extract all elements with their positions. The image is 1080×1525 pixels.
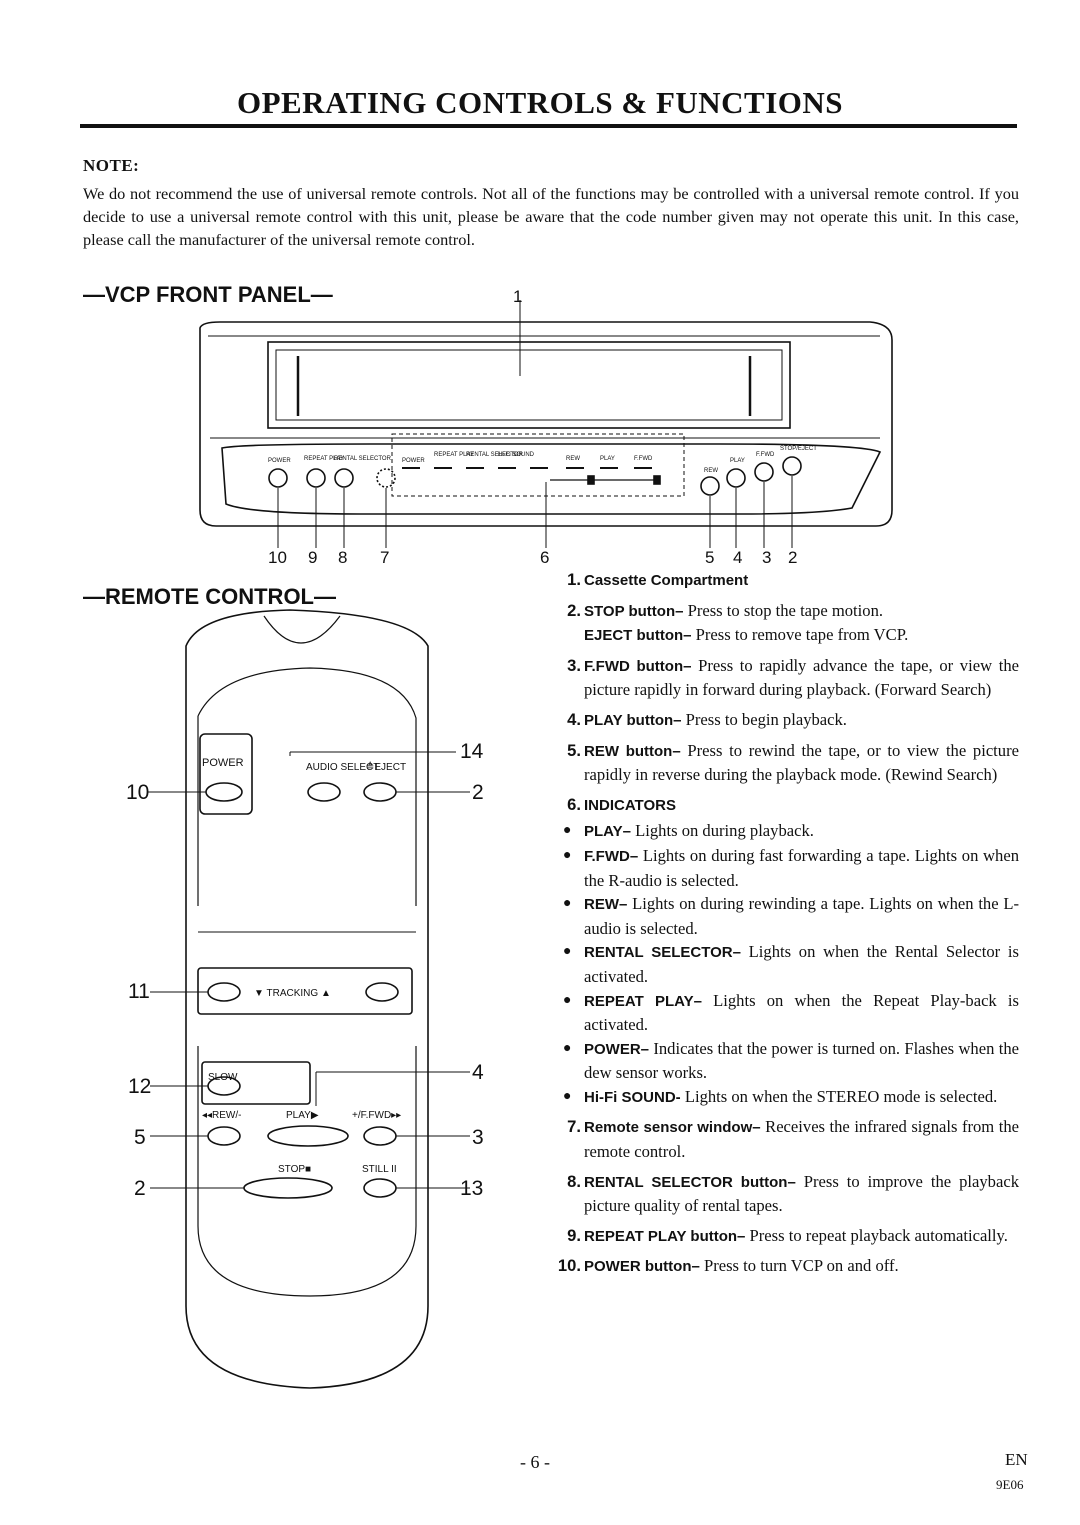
fp-callout-3: 3 (762, 548, 772, 567)
front-panel-heading: —VCP FRONT PANEL— (83, 282, 333, 307)
remote-label-audio-select: AUDIO SELECT (306, 762, 379, 773)
list-item: 2. STOP button– Press to stop the tape m… (567, 600, 884, 620)
front-panel-callout-1: 1 (513, 287, 523, 306)
page-number: - 6 - (520, 1452, 550, 1472)
title-rule (80, 124, 1017, 128)
indicator-item: ●POWER– Indicates that the power is turn… (563, 1038, 1019, 1083)
remote-heading: —REMOTE CONTROL— (83, 584, 336, 609)
remote-control-diagram: POWER AUDIO SELECT ≜EJECT ▼ TRACKING ▲ S… (148, 609, 470, 1389)
list-item: 4. PLAY button– Press to begin playback. (567, 709, 847, 729)
remote-label-eject: ≜EJECT (366, 761, 406, 773)
note-heading: NOTE: (83, 156, 140, 175)
remote-callout-4: 4 (472, 1061, 484, 1084)
document-code: 9E06 (996, 1477, 1024, 1492)
indicator-item: ●REPEAT PLAY– Lights on when the Repeat … (563, 990, 1019, 1035)
panel-ind-rental: RENTAL SELECTOR (466, 452, 524, 458)
panel-label-play: PLAY (730, 458, 745, 464)
remote-callout-13: 13 (460, 1177, 484, 1200)
list-item: EJECT button– Press to remove tape from … (584, 625, 909, 645)
list-item: 8. RENTAL SELECTOR button– Press to impr… (567, 1171, 1019, 1216)
indicator-item: ●Hi-Fi SOUND- Lights on when the STEREO … (563, 1086, 998, 1106)
panel-label-rew: REW (704, 468, 718, 474)
remote-label-play: PLAY▶ (286, 1110, 319, 1121)
panel-ind-hifi: Hi-Fi SOUND (498, 452, 535, 458)
fp-callout-6: 6 (540, 548, 550, 567)
language-code: EN (1005, 1450, 1028, 1469)
fp-callout-7: 7 (380, 548, 390, 567)
remote-callout-11: 11 (128, 980, 150, 1003)
indicator-list: ●PLAY– Lights on during playback. ●F.FWD… (553, 819, 1019, 1109)
list-item: 3. F.FWD button– Press to rapidly advanc… (567, 655, 1019, 700)
fp-callout-4: 4 (733, 548, 743, 567)
panel-ind-power: POWER (402, 458, 425, 464)
panel-ind-rew: REW (566, 456, 580, 462)
indicator-item: ●F.FWD– Lights on during fast forwarding… (563, 845, 1019, 890)
fp-callout-9: 9 (308, 548, 318, 567)
panel-label-repeat: REPEAT PLAY (304, 456, 344, 462)
list-item: 7. Remote sensor window– Receives the in… (567, 1117, 1019, 1162)
fp-callout-5: 5 (705, 548, 715, 567)
remote-callout-14: 14 (460, 740, 484, 763)
remote-callout-12: 12 (128, 1075, 152, 1098)
vcp-front-panel-diagram: POWER REPEAT PLAY RENTAL SELECTOR POWER … (199, 300, 893, 548)
remote-label-ffwd: +/F.FWD▸▸ (352, 1110, 401, 1121)
description-list: 1. Cassette Compartment 2. STOP button– … (553, 568, 1019, 1285)
fp-callout-2: 2 (788, 548, 798, 567)
panel-ind-repeat: REPEAT PLAY (434, 452, 474, 458)
remote-label-stop: STOP■ (278, 1164, 311, 1175)
remote-callout-5: 5 (134, 1126, 146, 1149)
remote-callout-2b: 2 (134, 1177, 146, 1200)
panel-label-ffwd: F.FWD (756, 452, 775, 458)
remote-label-tracking: ▼ TRACKING ▲ (254, 988, 331, 999)
remote-callout-2a: 2 (472, 781, 484, 804)
list-item: 6. INDICATORS (567, 794, 676, 814)
page-title: OPERATING CONTROLS & FUNCTIONS (236, 85, 844, 120)
fp-callout-10: 10 (268, 548, 287, 567)
remote-label-power: POWER (202, 757, 244, 769)
list-item: 10. POWER button– Press to turn VCP on a… (557, 1256, 899, 1276)
remote-label-slow: SLOW (208, 1072, 238, 1083)
indicator-item: ●PLAY– Lights on during playback. (563, 821, 814, 841)
list-item: 9. REPEAT PLAY button– Press to repeat p… (567, 1225, 1008, 1245)
panel-label-stop-eject: STOP/EJECT (780, 446, 817, 452)
panel-ind-play: PLAY (600, 456, 615, 462)
panel-ind-ffwd: F.FWD (634, 456, 653, 462)
note-body: We do not recommend the use of universal… (83, 184, 1019, 249)
list-item: 5. REW button– Press to rewind the tape,… (567, 740, 1019, 785)
panel-label-power: POWER (268, 458, 291, 464)
remote-callout-10: 10 (126, 781, 150, 804)
remote-label-rew: ◂◂REW/- (202, 1110, 241, 1121)
remote-label-still: STILL II (362, 1164, 397, 1175)
fp-callout-8: 8 (338, 548, 348, 567)
indicator-item: ●RENTAL SELECTOR– Lights on when the Ren… (563, 942, 1019, 986)
panel-label-rental: RENTAL SELECTOR (334, 456, 392, 462)
indicator-item: ●REW– Lights on during rewinding a tape.… (563, 894, 1019, 938)
list-item: 1. Cassette Compartment (567, 570, 749, 589)
remote-callout-3: 3 (472, 1126, 484, 1149)
